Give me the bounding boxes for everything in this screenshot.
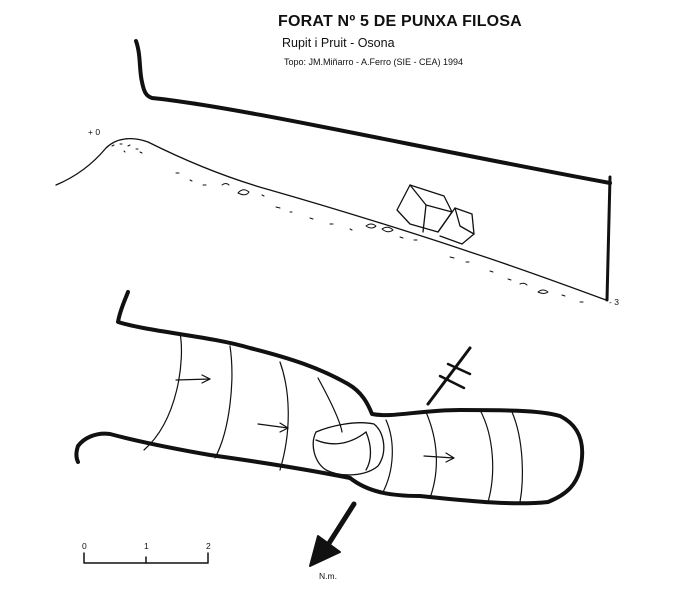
profile-section [55,39,612,303]
profile-upper-wall [134,39,612,185]
survey-location: Rupit i Pruit - Osona [282,36,395,50]
entrance-section-mark [426,346,472,406]
plan-upper-wall [116,290,585,506]
slope-arrow-1 [175,378,211,381]
scale-bar [83,552,209,564]
survey-credits: Topo: JM.Miñarro - A.Ferro (SIE - CEA) 1… [284,57,464,67]
plan-section-arcs [143,332,523,503]
profile-floor-pebbles [111,143,584,303]
plan-boulder [312,422,385,476]
scale-tick-2: 2 [206,541,211,551]
scale-tick-1: 1 [144,541,149,551]
plan-section [74,290,585,506]
depth-label-top: + 0 [88,127,101,137]
profile-floor [55,137,607,301]
survey-title: FORAT Nº 5 DE PUNXA FILOSA [278,13,522,30]
profile-boulders [396,184,475,245]
plan-lower-wall [74,431,352,480]
plan-slope-arrows [175,374,455,463]
scale-tick-0: 0 [82,541,87,551]
profile-right-wall [605,175,612,302]
north-arrow [309,501,357,567]
slope-arrow-3 [423,455,455,459]
slope-arrow-2 [257,423,289,429]
north-arrow-label: N.m. [319,571,337,581]
depth-label-bottom: - 3 [609,297,619,307]
